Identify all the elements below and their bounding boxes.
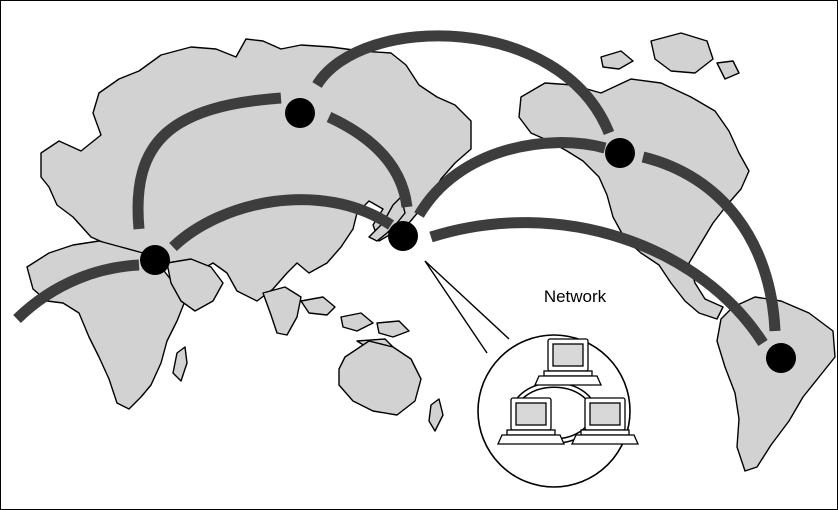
callout-pointer-line: [424, 260, 510, 340]
network-nodes: [140, 98, 796, 373]
land-new-zealand: [428, 398, 444, 432]
computer-icon: [533, 338, 603, 386]
link-japan-south-america: [429, 217, 768, 346]
land-south-america: [716, 296, 836, 472]
node-south-america: [766, 343, 796, 373]
link-north-japan: [326, 112, 413, 208]
link-west-africa: [13, 259, 140, 323]
land-arctic-islands: [600, 50, 740, 80]
land-arabia: [166, 258, 224, 312]
link-north-south-america: [641, 151, 781, 332]
land-australia: [338, 340, 422, 416]
node-north-america: [605, 138, 635, 168]
callout-label: Network: [544, 287, 607, 306]
network-callout: Network: [424, 260, 640, 488]
link-europe-north: [132, 92, 282, 230]
computer-icon: [570, 397, 640, 445]
network-of-three-computers-icon: [496, 338, 640, 445]
computer-icon: [496, 397, 566, 445]
node-japan: [388, 221, 418, 251]
callout-pointer-line: [424, 260, 488, 354]
land-madagascar: [172, 346, 188, 382]
network-links: [13, 30, 781, 346]
link-japan-north-america: [414, 137, 607, 218]
land-india: [262, 286, 302, 336]
land-indonesia: [300, 296, 410, 352]
link-north-america-arc: [312, 30, 615, 136]
land-greenland: [650, 32, 714, 74]
node-northern-asia: [285, 98, 315, 128]
link-europe-japan: [169, 194, 395, 252]
node-europe: [140, 245, 170, 275]
